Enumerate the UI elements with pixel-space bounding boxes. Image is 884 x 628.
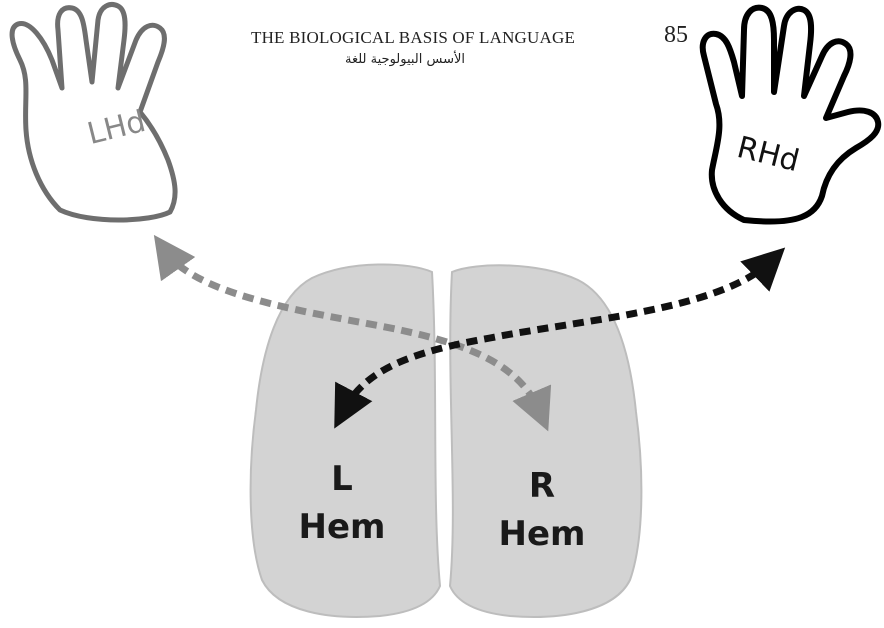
right-hemisphere-letter: R [528, 466, 556, 506]
left-hemisphere-word: Hem [298, 507, 386, 547]
left-hand-icon [9, 2, 178, 223]
right-hemisphere-label: R Hem [482, 462, 602, 558]
running-header-title: THE BIOLOGICAL BASIS OF LANGUAGE [251, 28, 576, 47]
page-number: 85 [664, 22, 688, 48]
left-hemisphere-label: L Hem [282, 455, 402, 551]
right-hand-icon [699, 4, 882, 225]
right-hand-to-left-hemisphere-arrow [334, 247, 786, 429]
right-hemisphere-word: Hem [498, 514, 586, 554]
left-hemisphere-letter: L [331, 459, 353, 499]
left-hemisphere [249, 263, 442, 618]
arabic-subtitle: الأسس البيولوجية للغة [345, 52, 466, 67]
